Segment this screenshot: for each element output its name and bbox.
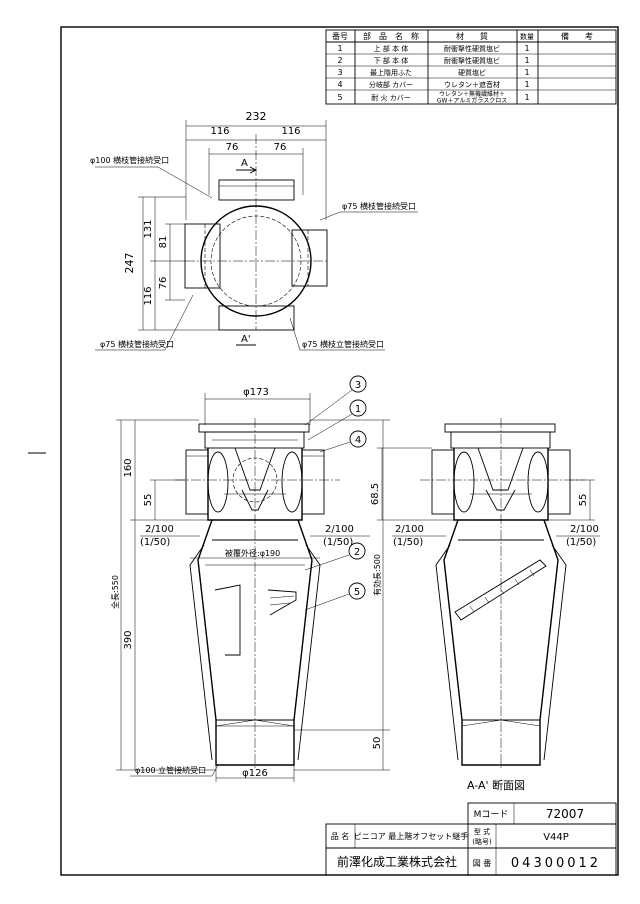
dim-160: 160 xyxy=(123,458,134,477)
dim-phi126: φ126 xyxy=(242,768,268,779)
name-label: 品 名 xyxy=(331,831,350,841)
slope-left-a: 2/100 xyxy=(395,524,424,535)
dim-76-left: 76 xyxy=(226,142,239,153)
row-material: 硬質塩ビ xyxy=(458,68,486,77)
model-label: 型 式 xyxy=(474,827,490,836)
row-name: 耐 火 カバー xyxy=(371,93,410,102)
balloon-text: 1 xyxy=(355,404,361,415)
label-phi75-stack: φ75 横枝立管接続受口 xyxy=(302,339,384,349)
section-mark-a: A xyxy=(241,158,248,169)
dim-55-section: 55 xyxy=(578,494,589,507)
slope-right-a: 2/100 xyxy=(570,524,599,535)
front-view: φ173 3 1 4 2 5 xyxy=(110,375,390,782)
balloon-text: 3 xyxy=(355,380,361,391)
balloon xyxy=(348,542,366,560)
header-qty: 数量 xyxy=(520,32,534,41)
label-phi100-stack: φ100 立管接続受口 xyxy=(135,765,206,775)
plan-view: 232 116 116 76 76 A A' 247 xyxy=(90,110,418,351)
drawing-no-value: 04300012 xyxy=(511,856,601,871)
sheet-border xyxy=(60,26,619,876)
slope-right-a: 2/100 xyxy=(325,524,354,535)
row-material-line1: ウレタン＋無機繊維材＋ xyxy=(439,90,505,98)
dim-131: 131 xyxy=(143,219,154,238)
row-no: 2 xyxy=(337,56,342,65)
product-name: ピニコア 最上階オフセット継手 xyxy=(354,831,469,841)
dim-116-left: 116 xyxy=(210,126,229,137)
balloon xyxy=(348,582,366,600)
header-material: 材 質 xyxy=(456,31,488,41)
dim-390: 390 xyxy=(123,630,134,649)
row-no: 3 xyxy=(337,68,342,77)
label-phi100-branch: φ100 横枝管接続受口 xyxy=(90,155,169,165)
dim-116-right: 116 xyxy=(281,126,300,137)
row-no: 4 xyxy=(337,80,342,89)
header-no: 番号 xyxy=(332,31,348,41)
title-block: Mコード 72007 品 名 ピニコア 最上階オフセット継手 型 式 (略号) … xyxy=(325,802,617,876)
dim-phi173: φ173 xyxy=(243,387,269,398)
dim-total-550: 全長:550 xyxy=(110,575,120,609)
model-label-sub: (略号) xyxy=(472,837,492,846)
slope-left-a: 2/100 xyxy=(145,524,174,535)
row-name: 上 部 本 体 xyxy=(374,44,409,53)
row-material: ウレタン＋遮音材 xyxy=(444,80,500,89)
m-code-label: Mコード xyxy=(474,810,509,820)
slope-left-b: (1/50) xyxy=(140,537,170,548)
row-material-line2: GW＋アルミガラスクロス xyxy=(437,97,507,105)
balloon xyxy=(349,430,367,448)
dim-50: 50 xyxy=(372,737,383,750)
section-title: A-A' 断面図 xyxy=(467,778,525,792)
slope-right-b: (1/50) xyxy=(323,537,353,548)
dim-76-right: 76 xyxy=(274,142,287,153)
balloon xyxy=(349,375,367,393)
dim-76-vertical: 76 xyxy=(158,277,169,290)
row-no: 1 xyxy=(337,44,342,53)
m-code-value: 72007 xyxy=(546,807,584,821)
parts-table: 番号 部 品 名 称 材 質 数量 備 考 1 上 部 本 体 耐衝撃性硬質塩ビ… xyxy=(325,29,617,105)
row-qty: 1 xyxy=(524,93,529,102)
dim-116: 116 xyxy=(143,286,154,305)
cover-outer-dia: 被覆外径:φ190 xyxy=(225,548,280,558)
dim-81: 81 xyxy=(158,236,169,249)
row-qty: 1 xyxy=(524,80,529,89)
model-value: V44P xyxy=(543,832,569,843)
header-name: 部 品 名 称 xyxy=(363,31,419,41)
dim-232: 232 xyxy=(246,110,267,123)
label-phi75-branch-left: φ75 横枝管接続受口 xyxy=(100,339,174,349)
slope-right-b: (1/50) xyxy=(566,537,596,548)
row-qty: 1 xyxy=(524,44,529,53)
row-name: 下 部 本 体 xyxy=(374,56,409,65)
dim-68-5: 68.5 xyxy=(370,483,381,505)
section-view: 68.5 55 2/100 (1/50) 2/100 (1/50) A-A' 断… xyxy=(370,418,600,792)
section-mark-a-prime: A' xyxy=(241,334,251,345)
company-name: 前澤化成工業株式会社 xyxy=(337,854,457,869)
row-name: 最上階用ふた xyxy=(370,68,412,77)
row-no: 5 xyxy=(337,93,342,102)
row-name: 分岐部 カバー xyxy=(369,80,413,89)
balloon-text: 4 xyxy=(355,435,361,446)
balloon-text: 2 xyxy=(354,547,360,558)
balloon-text: 5 xyxy=(354,587,360,598)
row-qty: 1 xyxy=(524,68,529,77)
slope-left-b: (1/50) xyxy=(393,537,423,548)
dim-55: 55 xyxy=(143,494,154,507)
dim-247: 247 xyxy=(123,253,136,274)
label-phi75-branch-right: φ75 横枝管接続受口 xyxy=(342,201,416,211)
balloon xyxy=(349,399,367,417)
drawing-no-label: 図 番 xyxy=(473,858,492,868)
row-qty: 1 xyxy=(524,56,529,65)
row-material: 耐衝撃性硬質塩ビ xyxy=(444,44,500,53)
header-remarks: 備 考 xyxy=(561,31,593,41)
dim-effective-500: 有効長:500 xyxy=(372,554,382,596)
row-material: 耐衝撃性硬質塩ビ xyxy=(444,56,500,65)
